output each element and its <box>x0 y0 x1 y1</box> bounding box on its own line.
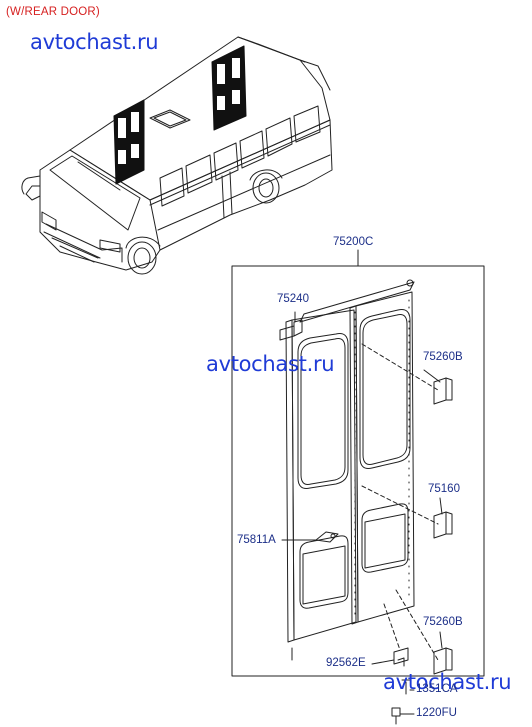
label-1351ca: 1351CA <box>416 683 458 695</box>
diagram-title: (W/REAR DOOR) <box>6 6 100 18</box>
bus-door-highlight-rear <box>211 45 247 131</box>
watermark-bottom: avtochast.ru <box>383 670 512 694</box>
hinge-75160-part <box>433 511 453 539</box>
label-75200c: 75200C <box>333 236 374 248</box>
bus-illustration <box>21 36 333 275</box>
hinge-75260b-top-part <box>433 377 453 405</box>
label-75260b-bottom: 75260B <box>423 616 463 628</box>
bolt-1351ca-part <box>401 679 411 695</box>
hinge-75260b-bottom-part <box>433 647 453 675</box>
watermark-middle: avtochast.ru <box>206 352 335 376</box>
hinge-75240-part <box>279 319 303 341</box>
bus-door-highlight-front <box>113 99 145 185</box>
door-right-panel <box>299 279 415 625</box>
label-75260b-top: 75260B <box>423 351 463 363</box>
pivot-92562e-part <box>393 647 409 667</box>
label-1220fu: 1220FU <box>416 707 457 719</box>
label-75240: 75240 <box>277 293 309 305</box>
label-75811a: 75811A <box>237 534 276 546</box>
label-75160: 75160 <box>428 483 460 495</box>
watermark-top: avtochast.ru <box>30 30 159 54</box>
bolt-1220fu-part <box>391 707 401 725</box>
label-92562e: 92562E <box>326 657 366 669</box>
door-left-panel <box>285 309 357 661</box>
